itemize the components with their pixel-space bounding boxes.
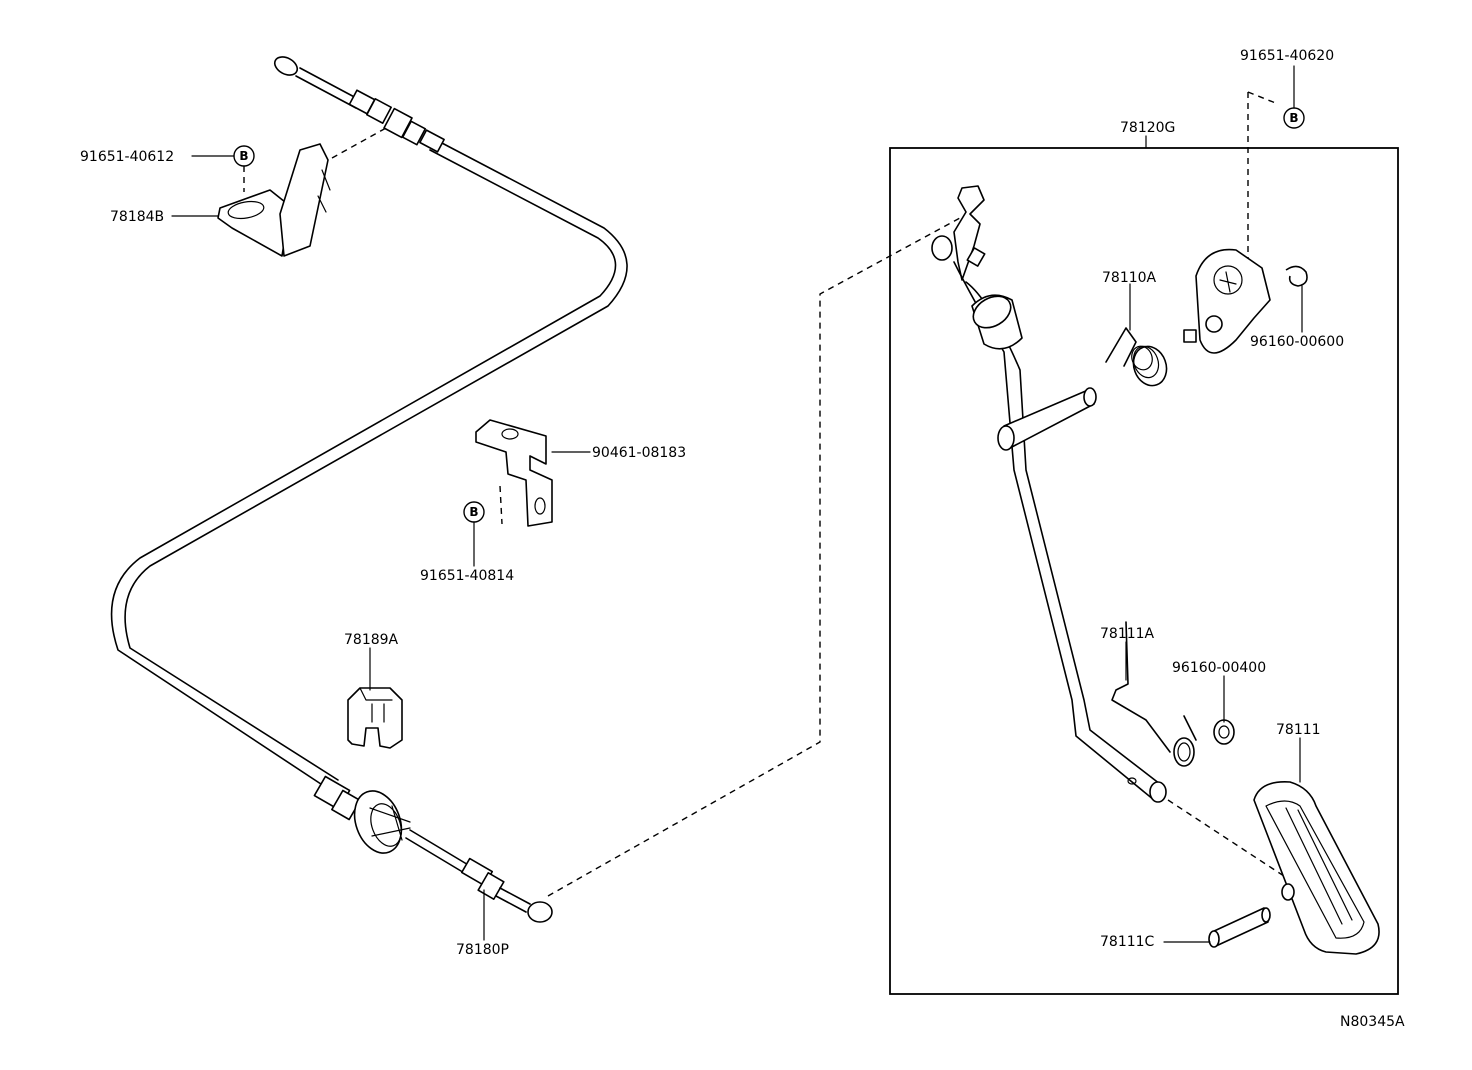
leader-lines	[171, 65, 1303, 943]
label-78184b: 78184B	[110, 209, 164, 225]
label-78110a: 78110A	[1102, 270, 1157, 286]
pedal-bracket	[1183, 248, 1271, 354]
throttle-cable	[110, 56, 628, 923]
ref-marker-2: B	[463, 501, 485, 523]
label-78111a: 78111A	[1100, 626, 1155, 642]
pin-78111c	[1208, 907, 1271, 948]
pedal-arm	[931, 185, 1167, 803]
label-96160-00600: 96160-00600	[1250, 334, 1344, 350]
clip-96160-00600	[1285, 265, 1308, 287]
svg-text:B: B	[469, 505, 478, 519]
label-90461-08183: 90461-08183	[592, 445, 686, 461]
label-78189a: 78189A	[344, 632, 399, 648]
label-78120g: 78120G	[1120, 120, 1175, 136]
ref-marker-3: B	[1283, 107, 1305, 129]
label-78111: 78111	[1276, 722, 1321, 738]
label-78180p: 78180P	[456, 942, 509, 958]
spring-78110a	[1105, 327, 1168, 387]
cable-connection-line	[547, 217, 961, 897]
label-78111c: 78111C	[1100, 934, 1155, 950]
label-91651-40620: 91651-40620	[1240, 48, 1334, 64]
label-91651-40814: 91651-40814	[420, 568, 514, 584]
label-96160-00400: 96160-00400	[1172, 660, 1266, 676]
spring-78111a	[1111, 621, 1197, 767]
clip-96160-00400	[1213, 719, 1235, 745]
bracket-78184b	[217, 127, 387, 257]
svg-text:B: B	[239, 149, 248, 163]
pad-connection-line	[1167, 799, 1291, 881]
label-91651-40612: 91651-40612	[80, 149, 174, 165]
svg-text:B: B	[1289, 111, 1298, 125]
bracket-90461-08183	[475, 419, 553, 527]
clip-78189a	[347, 687, 403, 749]
assembly-box	[889, 147, 1399, 995]
pedal-pad-78111	[1253, 781, 1380, 955]
drawing-code: N80345A	[1340, 1014, 1405, 1030]
ref-marker-1: B	[233, 145, 255, 167]
